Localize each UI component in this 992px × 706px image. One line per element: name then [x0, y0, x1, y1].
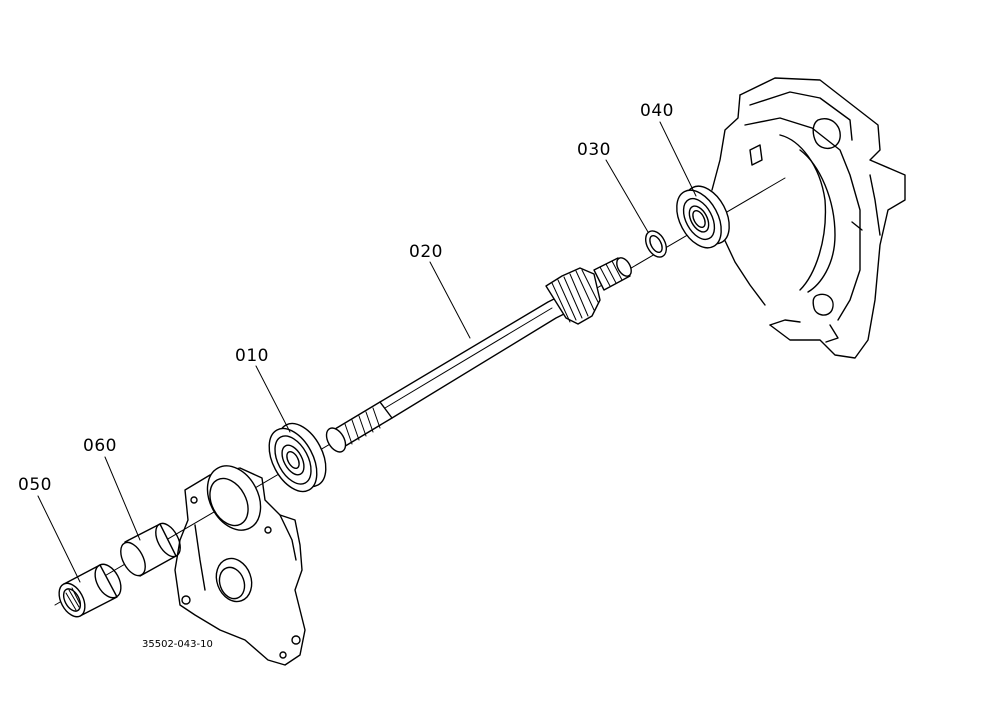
- sleeve-060: [120, 522, 181, 577]
- transmission-housing: [711, 77, 906, 359]
- bearing-cover-plate: [174, 465, 306, 666]
- needle-bearing-050: [58, 563, 122, 618]
- leader-line-040: [659, 121, 697, 197]
- leader-line-010: [255, 365, 291, 433]
- part-label-030: 030: [577, 140, 611, 160]
- drawing-code: 35502-043-10: [142, 639, 213, 650]
- part-label-020: 020: [409, 242, 443, 262]
- bearing-010: [268, 422, 327, 493]
- part-label-050: 050: [18, 475, 52, 495]
- leader-line-060: [104, 456, 141, 541]
- leader-line-050: [37, 495, 81, 583]
- shaft-020: [325, 257, 632, 453]
- part-label-010: 010: [235, 346, 269, 366]
- part-label-060: 060: [83, 436, 117, 456]
- bearing-040: [676, 185, 730, 249]
- ring-030: [644, 230, 668, 258]
- leader-line-020: [429, 261, 471, 339]
- part-label-040: 040: [640, 101, 674, 121]
- leader-line-030: [605, 159, 649, 233]
